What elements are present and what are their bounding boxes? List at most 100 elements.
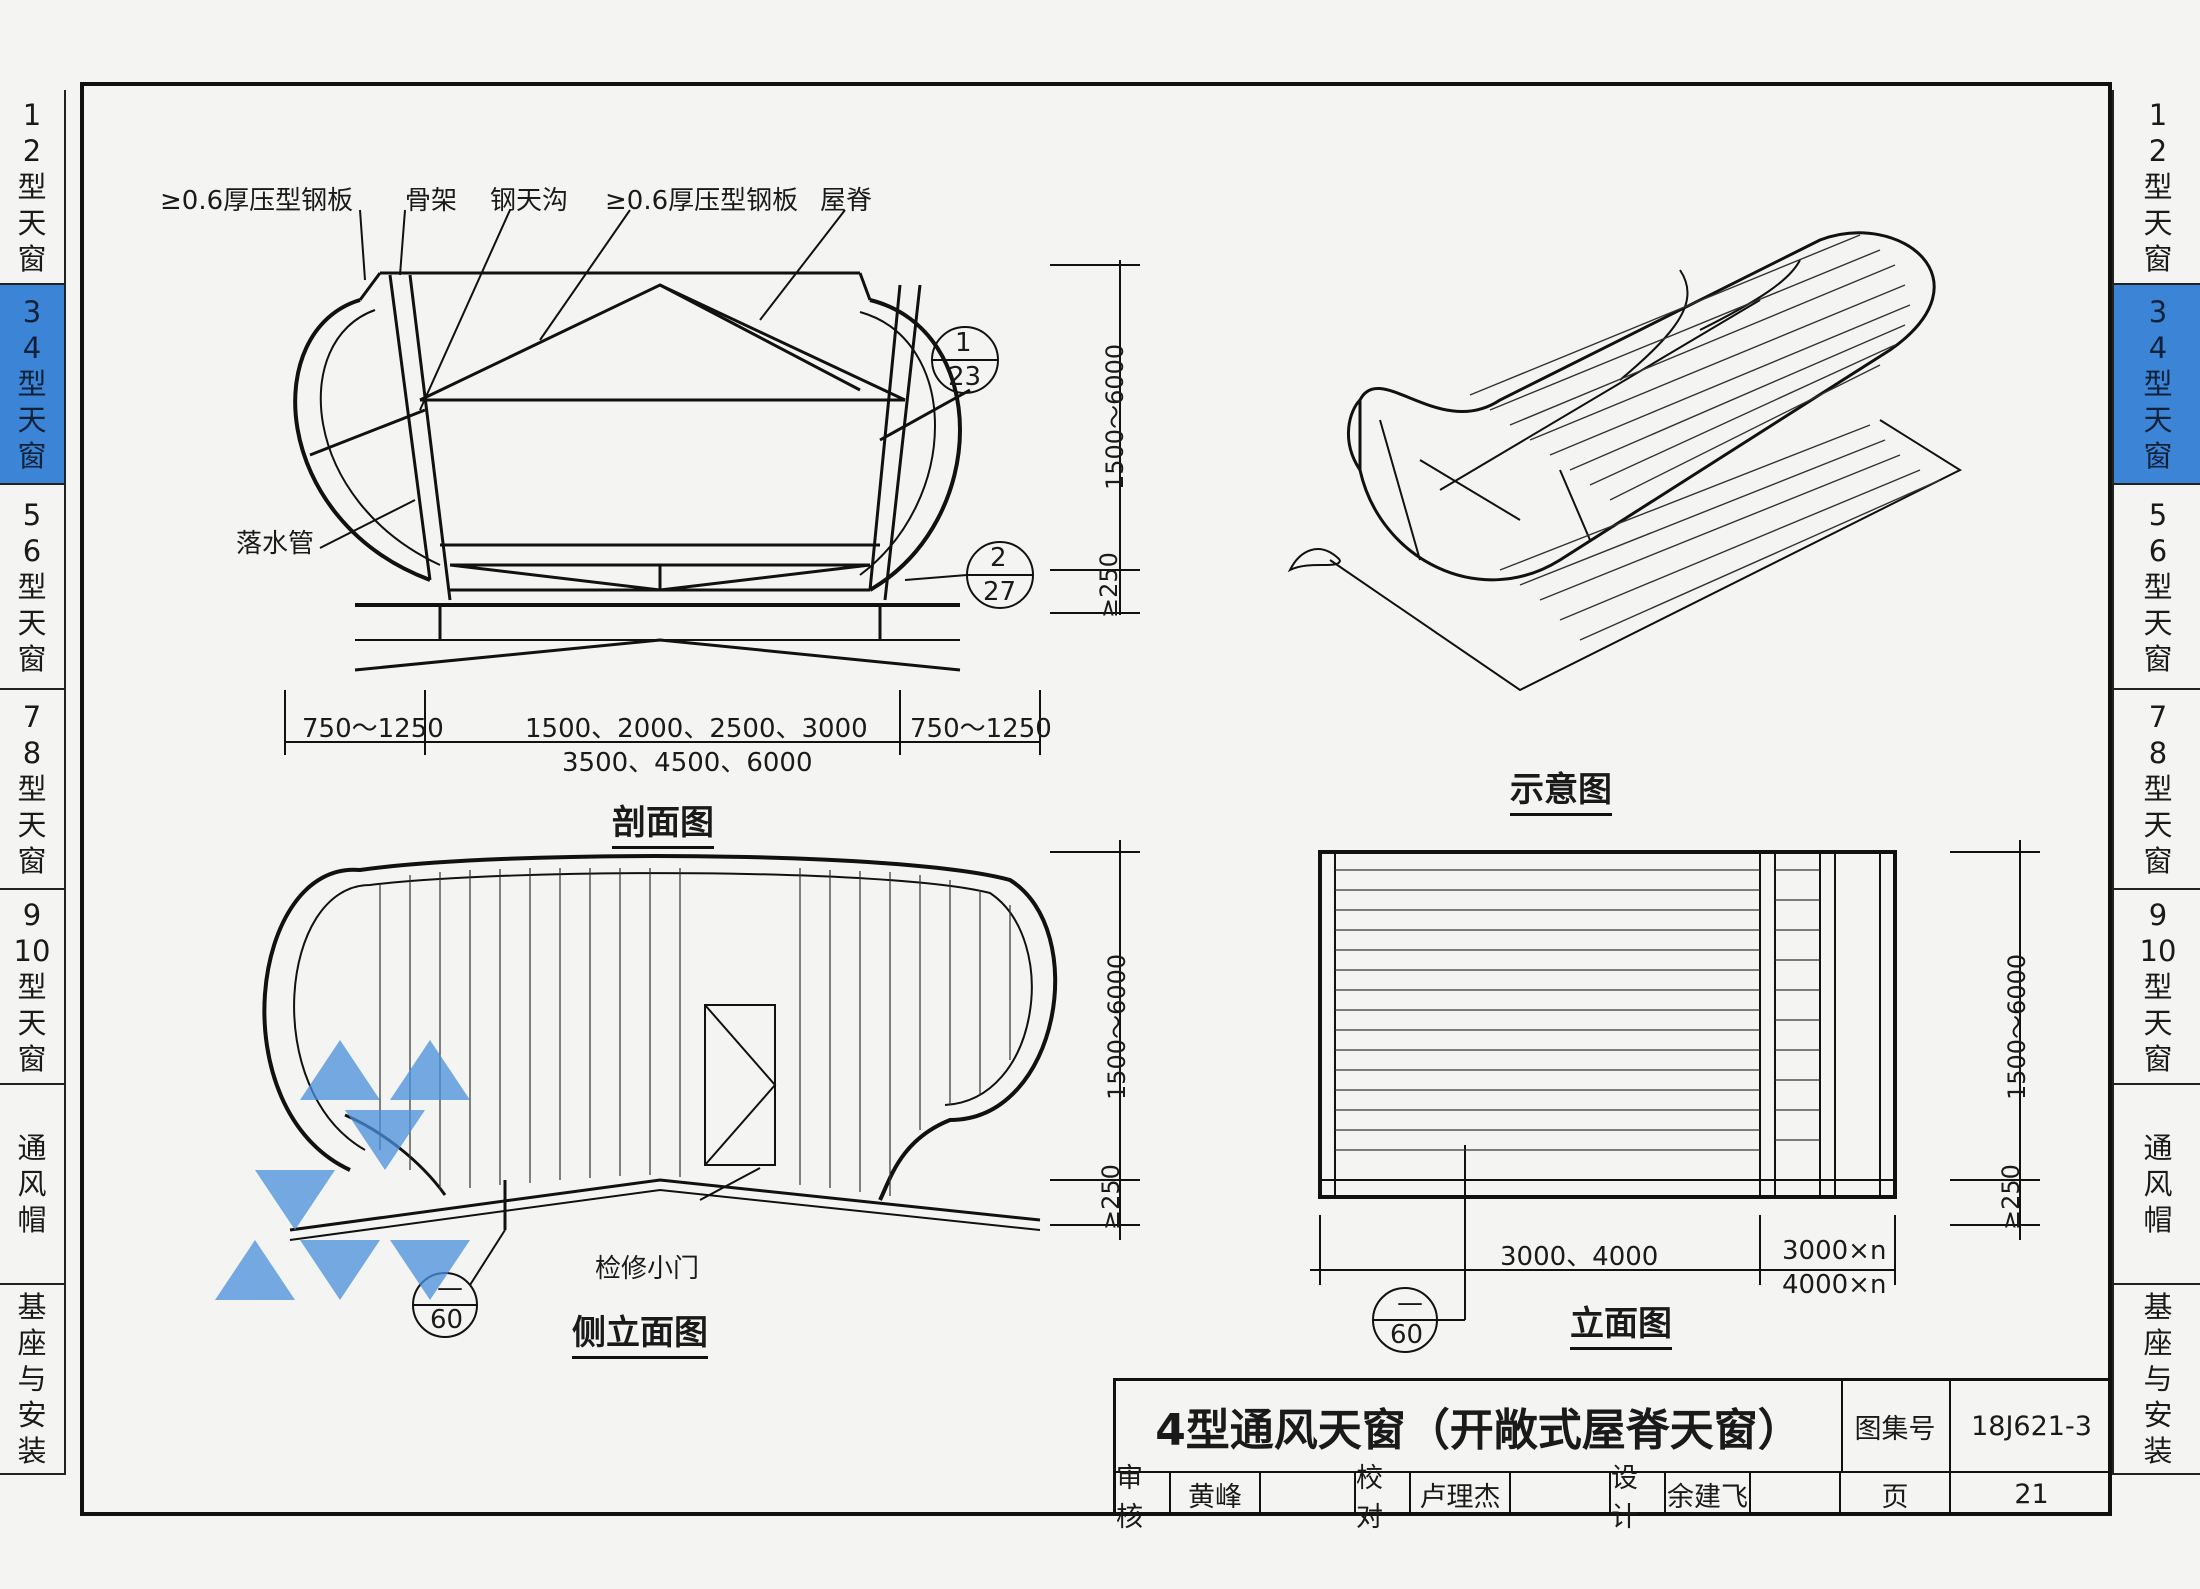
side-tab-char: 座 [2143, 1326, 2173, 1360]
side-tab-char: 4 [2148, 331, 2168, 365]
side-tab-char: 窗 [17, 241, 47, 276]
side-tab-char: 型 [2143, 367, 2173, 401]
section-view-drawing [284, 209, 1140, 755]
side-tab-char: 型 [17, 569, 47, 604]
side-tab-char: 与 [2143, 1362, 2173, 1396]
side-tab-char: 型 [17, 169, 47, 204]
side-tab-6[interactable]: 通风帽 [0, 1085, 64, 1285]
schematic-hatching [1469, 234, 1941, 641]
checker-signature [1511, 1473, 1611, 1516]
side-tab-char: 9 [2148, 897, 2168, 932]
side-tab-char: 天 [2143, 808, 2173, 842]
section-dim-left: 750～1250 [302, 714, 444, 744]
side-ref-bottom: 60 [430, 1305, 464, 1335]
side-tab-char: 3 [2148, 295, 2168, 329]
side-tab-char: 型 [17, 367, 47, 401]
side-tab-char: 与 [17, 1362, 47, 1396]
label-downpipe: 落水管 [236, 529, 315, 559]
side-elevation-hatching [379, 868, 1011, 1196]
side-tab-char: 天 [17, 1005, 47, 1040]
section-ref2-top: 2 [990, 543, 1007, 573]
watermark-logo [215, 1040, 470, 1300]
section-ref1-top: 1 [955, 328, 972, 358]
side-ref-top: — [437, 1273, 463, 1303]
label-gutter: 钢天沟 [490, 186, 569, 216]
elev-ref-top: — [1397, 1288, 1423, 1318]
title-block-signatures: 审核 黄峰 校对 卢理杰 设计 余建飞 页 21 [1116, 1463, 2112, 1533]
section-dim-middle: 1500、2000、2500、3000 [525, 714, 868, 744]
side-tab-char: 天 [17, 403, 47, 437]
side-tab-7[interactable]: 基座与安装 [2114, 1285, 2200, 1475]
side-tab-char: 10 [13, 933, 51, 968]
side-tab-char: 天 [2143, 403, 2173, 437]
side-tab-char: 窗 [2143, 439, 2173, 473]
side-tab-char: 窗 [17, 844, 47, 878]
side-tab-char: 型 [2143, 969, 2173, 1004]
label-steel-plate-right: ≥0.6厚压型钢板 [605, 186, 799, 216]
check-label: 校对 [1356, 1463, 1411, 1533]
side-tab-char: 3 [22, 295, 42, 329]
side-tab-char: 天 [2143, 1005, 2173, 1040]
label-access-door: 检修小门 [595, 1254, 700, 1284]
side-tab-char: 风 [2143, 1167, 2173, 1201]
page-number: 21 [2014, 1479, 2049, 1510]
reviewer-signature [1261, 1473, 1356, 1516]
side-tab-char: 窗 [2143, 844, 2173, 878]
side-tab-char: 通 [2143, 1131, 2173, 1165]
side-tab-6[interactable]: 通风帽 [2114, 1085, 2200, 1285]
side-tab-char: 型 [17, 772, 47, 806]
side-tab-char: 天 [17, 605, 47, 640]
side-tab-char: 窗 [17, 439, 47, 473]
side-tab-char: 10 [2139, 933, 2177, 968]
front-elevation-hatching [1335, 869, 1820, 1151]
side-dim-base: ≥250 [1097, 1164, 1125, 1230]
elev-dim-base: ≥250 [1997, 1164, 2025, 1230]
side-tab-char: 窗 [17, 1041, 47, 1076]
elevation-caption: 立面图 [1570, 1296, 1672, 1350]
page-label: 页 [1841, 1473, 1951, 1516]
side-tab-char: 型 [2143, 772, 2173, 806]
reviewer-name: 黄峰 [1171, 1473, 1261, 1516]
schematic-caption: 示意图 [1510, 762, 1612, 816]
label-frame: 骨架 [405, 186, 458, 216]
side-tab-char: 帽 [17, 1203, 47, 1237]
drawing-frame [80, 82, 2112, 1516]
side-tab-char: 天 [17, 808, 47, 842]
side-tab-7[interactable]: 基座与安装 [0, 1285, 64, 1475]
checker-name: 卢理杰 [1411, 1473, 1511, 1516]
review-label: 审核 [1116, 1463, 1171, 1533]
side-tab-char: 装 [17, 1434, 47, 1468]
side-tab-char: 安 [2143, 1398, 2173, 1432]
elev-dim-repeat1: 3000×n [1782, 1236, 1887, 1266]
elev-dim-height: 1500～6000 [2003, 953, 2031, 1100]
section-dim-base: ≥250 [1095, 552, 1123, 618]
side-tab-char: 天 [2143, 205, 2173, 240]
side-tab-char: 通 [17, 1131, 47, 1165]
side-tab-char: 风 [17, 1167, 47, 1201]
section-ref2-bottom: 27 [983, 577, 1017, 607]
designer-signature [1751, 1473, 1841, 1516]
side-tab-char: 8 [2148, 736, 2168, 770]
side-dim-height: 1500～6000 [1103, 953, 1131, 1100]
elev-ref-bottom: 60 [1390, 1320, 1424, 1350]
title-block: 4型通风天窗（开敞式屋脊天窗） 图集号 18J621-3 审核 黄峰 校对 卢理… [1113, 1378, 2112, 1533]
side-tab-char: 帽 [2143, 1203, 2173, 1237]
side-tab-char: 安 [17, 1398, 47, 1432]
side-tab-char: 窗 [2143, 1041, 2173, 1076]
side-tab-char: 2 [22, 133, 42, 168]
drawing-title: 4型通风天窗（开敞式屋脊天窗） [1116, 1381, 1843, 1471]
atlas-number: 18J621-3 [1971, 1410, 2092, 1442]
